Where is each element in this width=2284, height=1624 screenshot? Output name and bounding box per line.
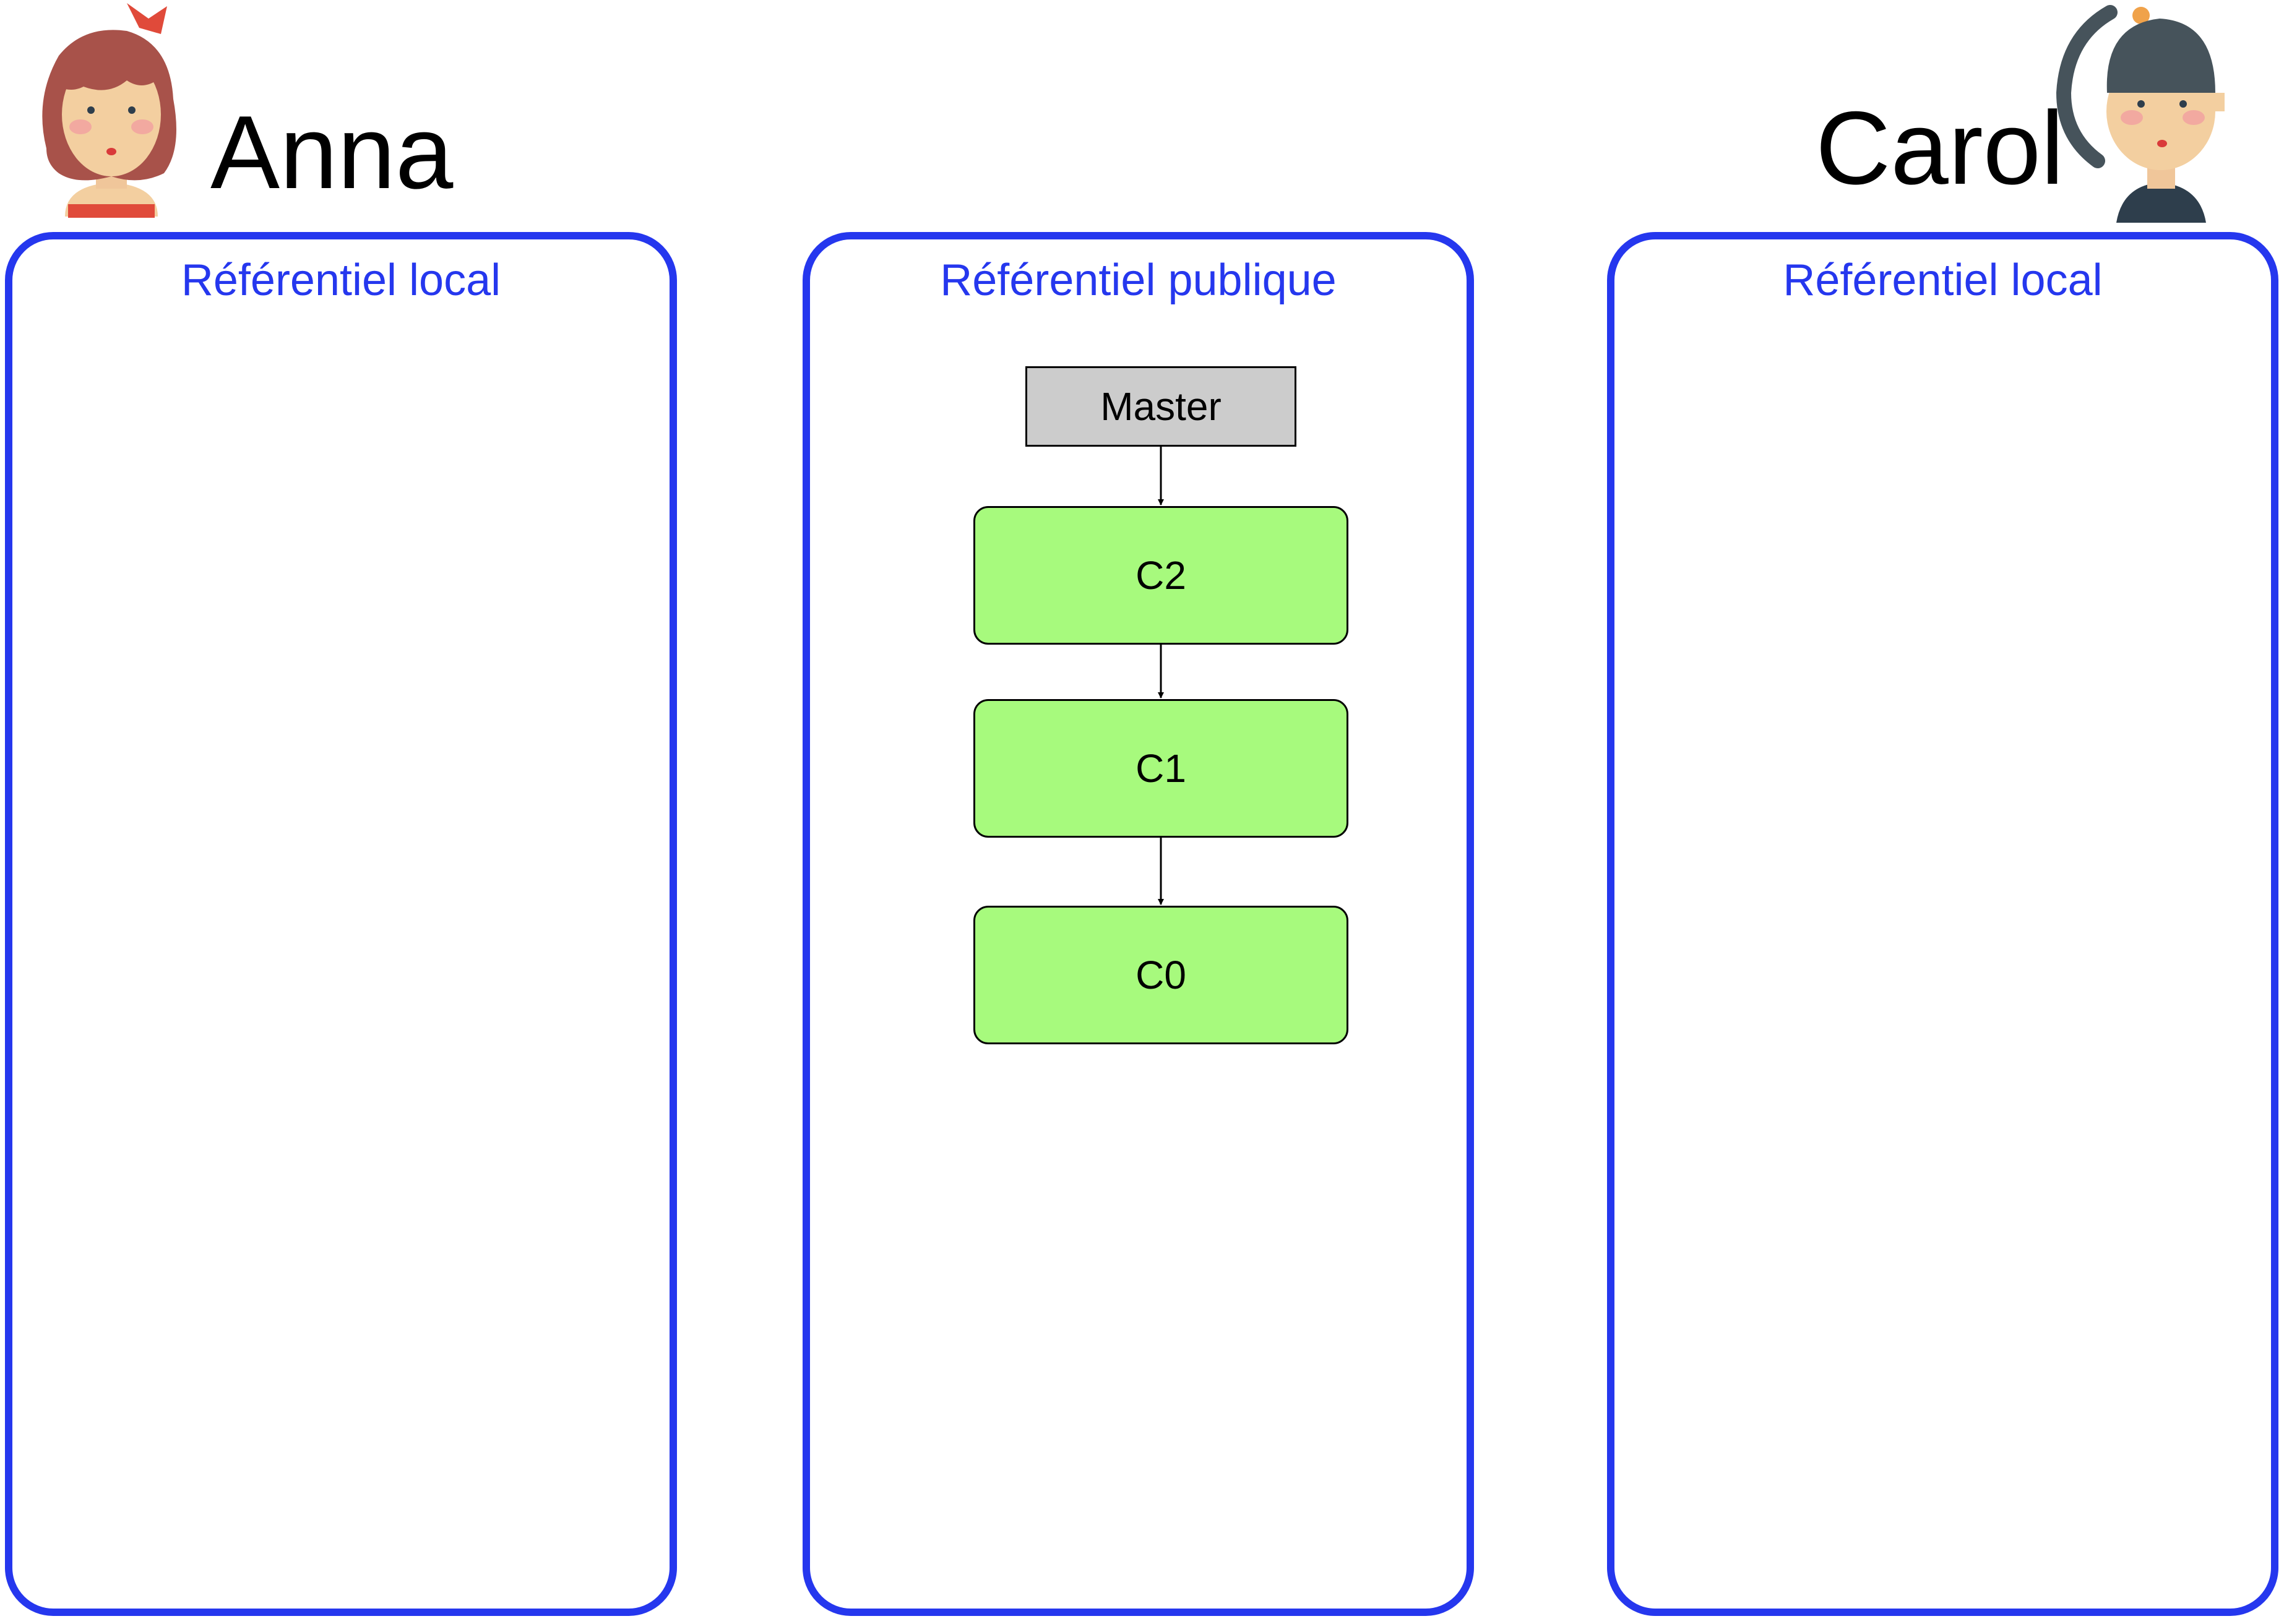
anna-avatar-icon bbox=[34, 0, 189, 223]
commit-c1-node: C1 bbox=[973, 699, 1348, 838]
commit-c0-node: C0 bbox=[973, 906, 1348, 1044]
master-branch-label: Master bbox=[1025, 366, 1296, 447]
public-repo-title: Référentiel publique bbox=[940, 256, 1337, 305]
carol-name-label: Carol bbox=[1816, 90, 2064, 206]
commit-c2-node: C2 bbox=[973, 506, 1348, 645]
anna-name-label: Anna bbox=[210, 94, 454, 210]
carol-local-repo-title: Référentiel local bbox=[1783, 256, 2103, 305]
carol-local-repo-panel: Référentiel local bbox=[1607, 232, 2278, 1616]
anna-local-repo-title: Référentiel local bbox=[181, 256, 501, 305]
anna-local-repo-panel: Référentiel local bbox=[5, 232, 677, 1616]
carol-avatar-icon bbox=[2054, 0, 2240, 223]
